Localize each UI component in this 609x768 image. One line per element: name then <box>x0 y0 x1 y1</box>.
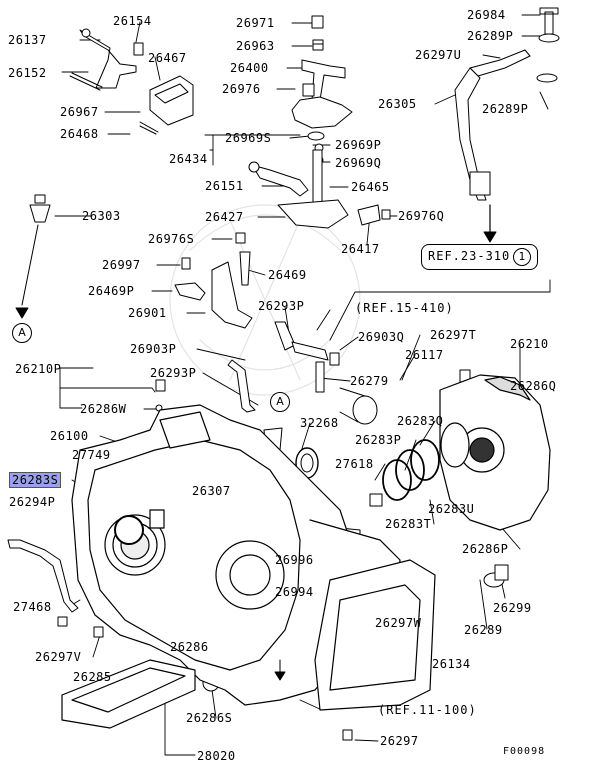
ref-15-410-label[interactable]: (REF.15-410) <box>355 301 454 315</box>
part-label-26976s[interactable]: 26976S <box>148 232 195 246</box>
ref-23-310-label: REF.23-310 <box>428 249 511 263</box>
part-label-26279[interactable]: 26279 <box>350 374 389 388</box>
part-label-26286s[interactable]: 26286S <box>186 711 233 725</box>
part-label-26996[interactable]: 26996 <box>275 553 314 567</box>
part-label-27618[interactable]: 27618 <box>335 457 374 471</box>
part-label-26285[interactable]: 26285 <box>73 670 112 684</box>
part-label-26289p-right[interactable]: 26289P <box>482 102 529 116</box>
diagram-code: F00098 <box>503 746 546 757</box>
part-label-26299[interactable]: 26299 <box>493 601 532 615</box>
part-label-27468[interactable]: 27468 <box>13 600 52 614</box>
part-label-26283t[interactable]: 26283T <box>385 517 432 531</box>
part-label-26137[interactable]: 26137 <box>8 33 47 47</box>
part-label-26984[interactable]: 26984 <box>467 8 506 22</box>
part-label-26901[interactable]: 26901 <box>128 306 167 320</box>
part-label-26427[interactable]: 26427 <box>205 210 244 224</box>
part-label-26283s-highlighted[interactable]: 26283S <box>9 472 62 488</box>
part-label-26903p[interactable]: 26903P <box>130 342 177 356</box>
part-label-26969q[interactable]: 26969Q <box>335 156 382 170</box>
ref-arrow-head <box>483 231 497 243</box>
part-label-26297[interactable]: 26297 <box>380 734 419 748</box>
part-label-26286p[interactable]: 26286P <box>462 542 509 556</box>
part-label-26997[interactable]: 26997 <box>102 258 141 272</box>
fasteners <box>7 7 560 741</box>
part-label-26100[interactable]: 26100 <box>50 429 89 443</box>
part-label-28020[interactable]: 28020 <box>197 749 236 763</box>
part-label-26469[interactable]: 26469 <box>268 268 307 282</box>
ref-circle-number: 1 <box>513 248 532 266</box>
part-label-26307[interactable]: 26307 <box>192 484 231 498</box>
part-label-26297u[interactable]: 26297U <box>415 48 462 62</box>
ref-11-100-label[interactable]: (REF.11-100) <box>378 703 477 717</box>
part-label-26969p[interactable]: 26969P <box>335 138 382 152</box>
part-label-26293p-top[interactable]: 26293P <box>258 299 305 313</box>
part-label-26976[interactable]: 26976 <box>222 82 261 96</box>
marker-a-center: A <box>270 392 290 412</box>
part-label-26289[interactable]: 26289 <box>464 623 503 637</box>
part-label-26303[interactable]: 26303 <box>82 209 121 223</box>
part-label-26151[interactable]: 26151 <box>205 179 244 193</box>
part-label-26963[interactable]: 26963 <box>236 39 275 53</box>
part-label-26286q[interactable]: 26286Q <box>510 379 557 393</box>
part-label-32268[interactable]: 32268 <box>300 416 339 430</box>
oil-filter <box>61 659 196 729</box>
part-label-26297w[interactable]: 26297W <box>375 616 422 630</box>
part-label-26967[interactable]: 26967 <box>60 105 99 119</box>
part-label-26283q[interactable]: 26283Q <box>397 414 444 428</box>
marker-a-left: A <box>12 323 32 343</box>
part-label-26417[interactable]: 26417 <box>341 242 380 256</box>
seal-rings <box>382 439 440 501</box>
part-label-26976q[interactable]: 26976Q <box>398 209 445 223</box>
part-label-26468[interactable]: 26468 <box>60 127 99 141</box>
part-label-26903q[interactable]: 26903Q <box>358 330 405 344</box>
converter-housing <box>439 374 551 531</box>
part-label-26305[interactable]: 26305 <box>378 97 417 111</box>
part-label-26294p[interactable]: 26294P <box>9 495 56 509</box>
part-label-26134[interactable]: 26134 <box>432 657 471 671</box>
down-arrow <box>274 659 286 681</box>
part-label-26969s[interactable]: 26969S <box>225 131 272 145</box>
part-label-26152[interactable]: 26152 <box>8 66 47 80</box>
part-label-26971[interactable]: 26971 <box>236 16 275 30</box>
part-label-26117[interactable]: 26117 <box>405 348 444 362</box>
oil-pan <box>314 559 436 711</box>
part-label-26210p[interactable]: 26210P <box>15 362 62 376</box>
part-label-26289p-top[interactable]: 26289P <box>467 29 514 43</box>
part-label-27749[interactable]: 27749 <box>72 448 111 462</box>
part-label-26297v[interactable]: 26297V <box>35 650 82 664</box>
part-label-26434[interactable]: 26434 <box>169 152 208 166</box>
part-label-26469p[interactable]: 26469P <box>88 284 135 298</box>
part-label-26283p[interactable]: 26283P <box>355 433 402 447</box>
watermark-logo <box>169 204 361 396</box>
part-label-26283u[interactable]: 26283U <box>428 502 475 516</box>
part-label-26297t[interactable]: 26297T <box>430 328 477 342</box>
leader-lines <box>54 14 551 756</box>
transmission-case <box>71 404 401 706</box>
part-label-26286w[interactable]: 26286W <box>80 402 127 416</box>
part-label-26994[interactable]: 26994 <box>275 585 314 599</box>
part-label-26465[interactable]: 26465 <box>351 180 390 194</box>
part-label-26154[interactable]: 26154 <box>113 14 152 28</box>
part-label-26286[interactable]: 26286 <box>170 640 209 654</box>
part-label-26293p-mid[interactable]: 26293P <box>150 366 197 380</box>
part-label-26210-right[interactable]: 26210 <box>510 337 549 351</box>
part-label-26400[interactable]: 26400 <box>230 61 269 75</box>
part-label-26467[interactable]: 26467 <box>148 51 187 65</box>
